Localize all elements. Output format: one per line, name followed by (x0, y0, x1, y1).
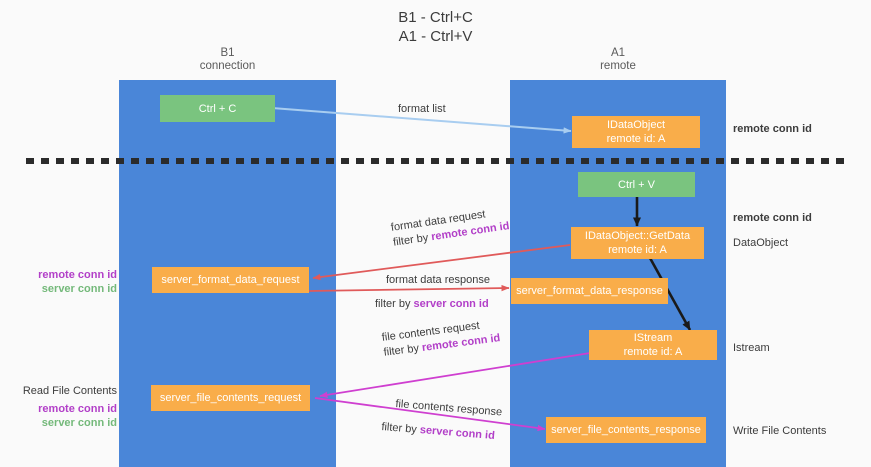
box-idataobject-getdata[interactable]: IDataObject::GetData remote id: A (571, 227, 704, 259)
arrow-label-file-contents-response-text: file contents response (394, 397, 503, 419)
right-label-remote-conn-id-mid: remote conn id (733, 212, 812, 224)
box-ctrl-v[interactable]: Ctrl + V (578, 172, 695, 197)
column-header-b1: B1 connection (199, 47, 256, 72)
filter-prefix: filter by (380, 420, 421, 437)
left-label-read-file-contents: Read File Contents (22, 385, 117, 397)
filter-prefix: filter by (375, 298, 414, 310)
arrow-label-file-contents-response: file contents response (395, 397, 503, 421)
left-label-remote-conn-id: remote conn id (38, 269, 117, 281)
arrow-label-format-list: format list (398, 103, 446, 115)
filter-prefix: filter by (383, 342, 423, 359)
left-label-remote-conn-id: remote conn id (38, 403, 117, 415)
box-istream[interactable]: IStream remote id: A (589, 330, 717, 360)
box-server-format-data-response[interactable]: server_format_data_response (511, 278, 668, 304)
filter-prefix: filter by (392, 231, 433, 249)
box-ctrl-c[interactable]: Ctrl + C (160, 95, 275, 122)
right-label-remote-conn-id-top: remote conn id (733, 123, 812, 135)
box-server-file-contents-response[interactable]: server_file_contents_response (546, 417, 706, 443)
left-label-conn-ids-lower: remote conn id server conn id (22, 402, 117, 430)
filter-key-server-conn-id: server conn id (413, 298, 489, 310)
right-label-istream: Istream (733, 342, 770, 354)
arrow-label-file-contents-response-filter: filter by server conn id (381, 420, 496, 444)
box-idataobject[interactable]: IDataObject remote id: A (572, 116, 700, 148)
right-label-write-file-contents: Write File Contents (733, 425, 827, 437)
right-label-dataobject: DataObject (733, 237, 789, 249)
arrow-label-format-data-response-filter: filter by server conn id (375, 297, 489, 312)
left-label-conn-ids-upper: remote conn id server conn id (22, 268, 117, 296)
arrow-label-format-data-response: format data response (386, 274, 490, 286)
arrow-label-format-data-request: format data request filter by remote con… (390, 204, 510, 250)
left-label-server-conn-id: server conn id (41, 417, 117, 429)
filter-key-server-conn-id: server conn id (419, 424, 496, 443)
arrow-label-file-contents-request: file contents request filter by remote c… (381, 316, 501, 360)
arrow-format-data-response (307, 284, 510, 292)
box-server-file-contents-request[interactable]: server_file_contents_request (151, 385, 310, 411)
box-server-format-data-request[interactable]: server_format_data_request (152, 267, 309, 293)
column-header-a1: A1 remote (600, 47, 636, 72)
left-label-server-conn-id: server conn id (41, 283, 117, 295)
diagram-title: B1 - Ctrl+C A1 - Ctrl+V (398, 9, 473, 45)
